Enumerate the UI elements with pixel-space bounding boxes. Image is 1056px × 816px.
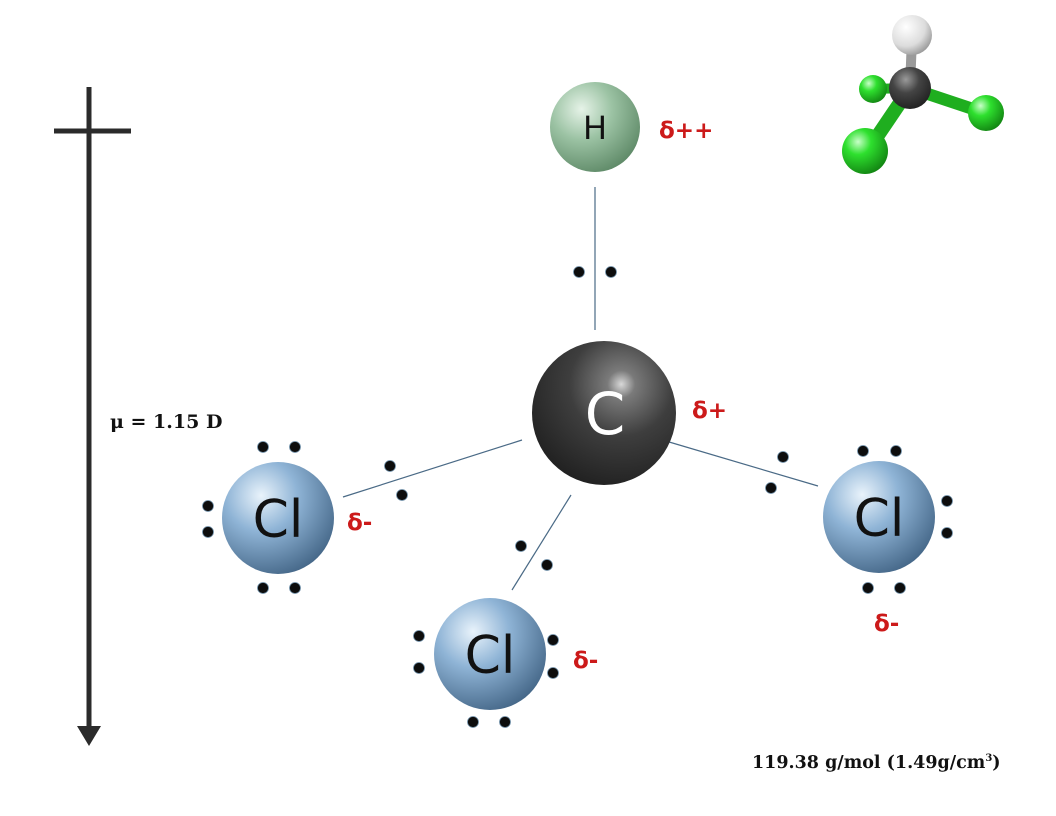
dipole-moment-label: μ = 1.15 D [110, 411, 222, 433]
charge-h: δ++ [659, 118, 713, 144]
atom-symbol-h: H [583, 109, 607, 147]
bonding-electrons [384, 266, 789, 571]
electron [777, 451, 789, 463]
electron [857, 445, 869, 457]
electron [515, 540, 527, 552]
charge-c: δ+ [692, 398, 727, 424]
electron [499, 716, 511, 728]
electron [547, 667, 559, 679]
atom-symbol-cl-left: Cl [253, 490, 304, 550]
electron [202, 526, 214, 538]
atom-hydrogen: H [550, 82, 640, 172]
electron [289, 582, 301, 594]
atom-chlorine-left: Cl [222, 462, 334, 574]
electron [862, 582, 874, 594]
bonds [342, 187, 819, 591]
electron [413, 662, 425, 674]
electron [573, 266, 585, 278]
electron [467, 716, 479, 728]
atom-symbol-c: C [585, 380, 626, 448]
electron [894, 582, 906, 594]
electron [765, 482, 777, 494]
atom-carbon: C [532, 341, 676, 485]
electron [941, 495, 953, 507]
electron [202, 500, 214, 512]
electron [396, 489, 408, 501]
atom-symbol-cl-right: Cl [854, 489, 905, 549]
bond-c-cl-right [658, 438, 819, 487]
charge-cl-left: δ- [347, 510, 372, 536]
electron [547, 634, 559, 646]
electron [384, 460, 396, 472]
atom-symbol-cl-bottom: Cl [465, 626, 516, 686]
electron [890, 445, 902, 457]
lone-pair-electrons [202, 441, 953, 728]
bond-c-cl-left [342, 439, 523, 498]
atom-chlorine-right: Cl [823, 461, 935, 573]
electron [257, 441, 269, 453]
ball-and-stick-model-icon [842, 15, 1004, 174]
charge-cl-bottom: δ- [573, 648, 598, 674]
bond-c-cl-bottom [511, 494, 572, 591]
electron [941, 527, 953, 539]
molar-mass-label: 119.38 g/mol (1.49g/cm3) [752, 753, 1001, 773]
electron [413, 630, 425, 642]
charge-cl-right: δ- [874, 611, 899, 637]
atom-chlorine-bottom: Cl [434, 598, 546, 710]
dipole-arrow-icon [54, 87, 131, 746]
electron [541, 559, 553, 571]
electron [257, 582, 269, 594]
electron [605, 266, 617, 278]
electron [289, 441, 301, 453]
